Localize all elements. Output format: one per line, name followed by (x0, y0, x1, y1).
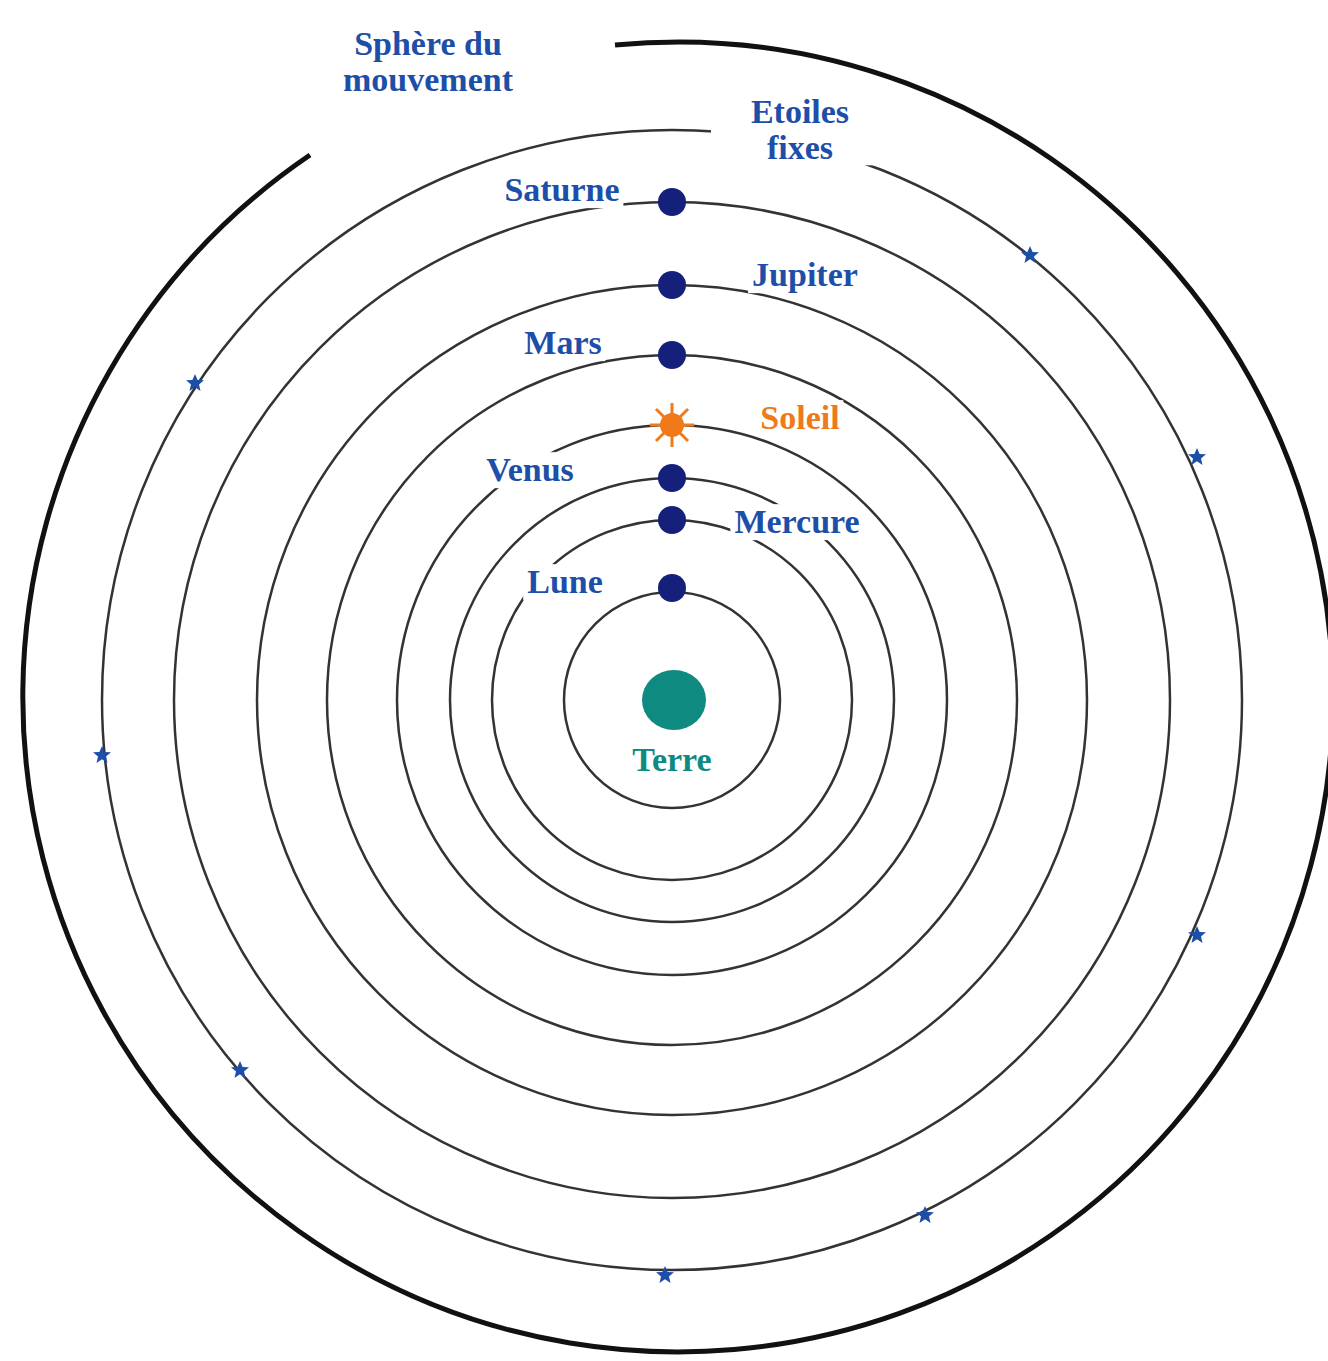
sun-label: Soleil (756, 400, 843, 436)
moon-label: Lune (523, 564, 607, 600)
planet-label: Mercure (730, 504, 863, 540)
outer-sphere (23, 42, 1328, 1352)
fixed-stars (93, 246, 1206, 1283)
planet-label: Saturne (500, 172, 623, 208)
earth-label: Terre (628, 742, 715, 778)
sun-symbol (650, 403, 694, 447)
planet-label: Venus (482, 452, 578, 488)
earth (642, 670, 706, 730)
stars-label: Etoiles fixes (711, 94, 889, 165)
planet-label: Jupiter (748, 257, 862, 293)
orbit-circles (102, 130, 1242, 1270)
planet-label: Mars (520, 325, 605, 361)
planet-dots (658, 188, 686, 602)
sphere-label: Sphère du mouvement (299, 26, 557, 97)
